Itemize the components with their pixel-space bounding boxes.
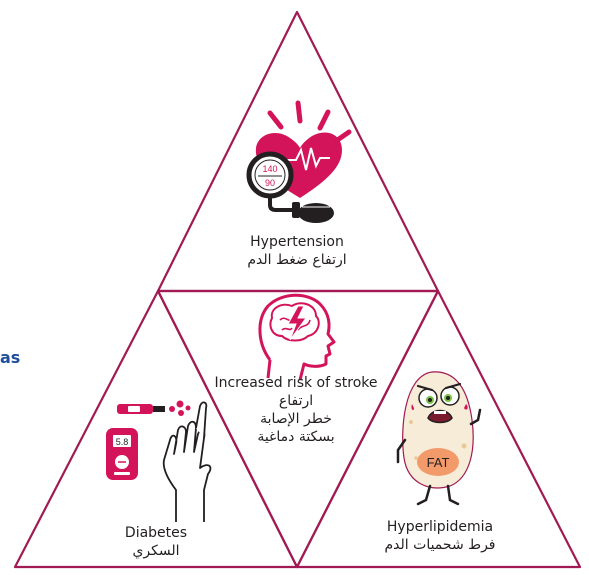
cropped-edge-text: as — [0, 348, 21, 367]
fat-cell-icon: FAT — [396, 371, 482, 506]
hypertension-icon: 140 90 — [246, 100, 352, 223]
hypertension-label-ar: ارتفاع ضغط الدم — [247, 252, 347, 268]
glucose-meter-icon: 5.8 — [106, 400, 212, 522]
gauge-diastolic: 90 — [265, 178, 275, 188]
diabetes-label-en: Diabetes — [124, 525, 188, 541]
stroke-label-ar-3: بسكتة دماغية — [257, 429, 335, 445]
hypertension-label-en: Hypertension — [250, 234, 344, 250]
diabetes-label-ar: السكري — [132, 543, 180, 559]
hyperlipidemia-label: Hyperlipidemia فرط شحميات الدم — [360, 518, 520, 554]
fat-badge-text: FAT — [427, 455, 450, 470]
hypertension-label: Hypertension ارتفاع ضغط الدم — [217, 233, 377, 269]
brain-stroke-icon — [258, 293, 336, 381]
stroke-label-ar-2: خطر الإصابة — [260, 411, 332, 427]
triangle-outlines — [13, 10, 582, 569]
center-triangle — [156, 289, 440, 569]
stroke-label: Increased risk of stroke ارتفاع خطر الإص… — [196, 374, 396, 446]
stroke-label-ar-1: ارتفاع — [278, 393, 314, 409]
hyperlipidemia-label-ar: فرط شحميات الدم — [384, 537, 496, 553]
stroke-label-en: Increased risk of stroke — [214, 375, 378, 391]
meter-reading: 5.8 — [116, 437, 129, 447]
diabetes-label: Diabetes السكري — [96, 524, 216, 560]
gauge-systolic: 140 — [262, 164, 277, 174]
hyperlipidemia-label-en: Hyperlipidemia — [386, 519, 494, 535]
